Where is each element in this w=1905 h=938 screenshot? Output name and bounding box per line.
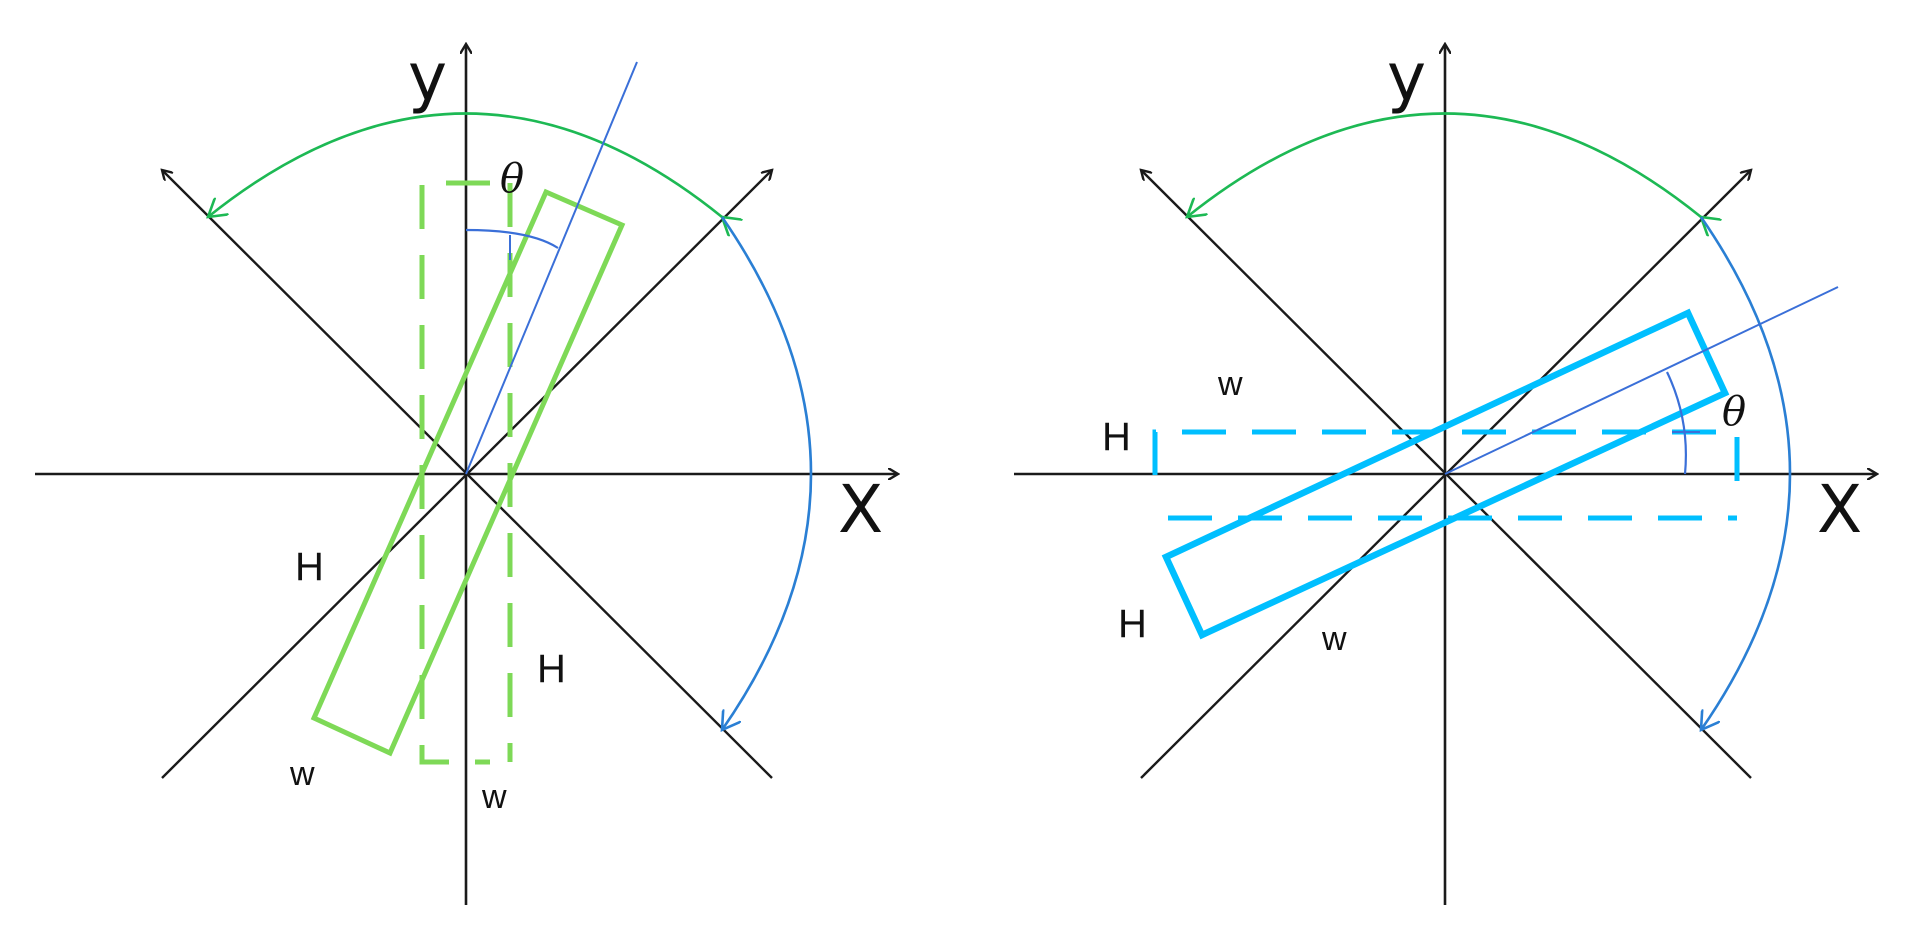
left-x-label: X [838,471,883,548]
right-y-label: y [1387,39,1426,116]
right-side-sweep-arrow [1701,216,1792,730]
right-angle-line [1444,286,1839,475]
right-theta-label: θ [1722,389,1746,435]
left-panel: y X θ H w H w [35,39,898,905]
left-rotated-w-label: w [289,755,315,793]
right-upright-h-label: H [1102,415,1131,459]
left-rotated-box [310,188,626,757]
right-rotated-box [1161,308,1730,640]
left-side-sweep-arrow [722,216,813,730]
left-theta-label: θ [500,156,524,202]
right-upright-w-label: w [1217,365,1243,403]
right-upright-box [1152,429,1740,497]
left-top-sweep-arrow [208,112,722,218]
left-rotated-h-label: H [295,545,324,589]
right-panel: y X θ w H H w [1014,39,1877,905]
right-x-label: X [1817,471,1862,548]
right-rotated-h-label: H [1118,602,1147,646]
right-angle-arc [1666,371,1687,475]
left-upright-h-label: H [537,647,566,691]
right-rotated-w-label: w [1321,620,1347,658]
left-upright-w-label: w [481,778,507,816]
left-y-label: y [408,39,447,116]
left-angle-arc [465,228,559,249]
left-upright-box [419,180,490,765]
left-angle-line [465,61,638,475]
right-top-sweep-arrow [1187,112,1701,218]
